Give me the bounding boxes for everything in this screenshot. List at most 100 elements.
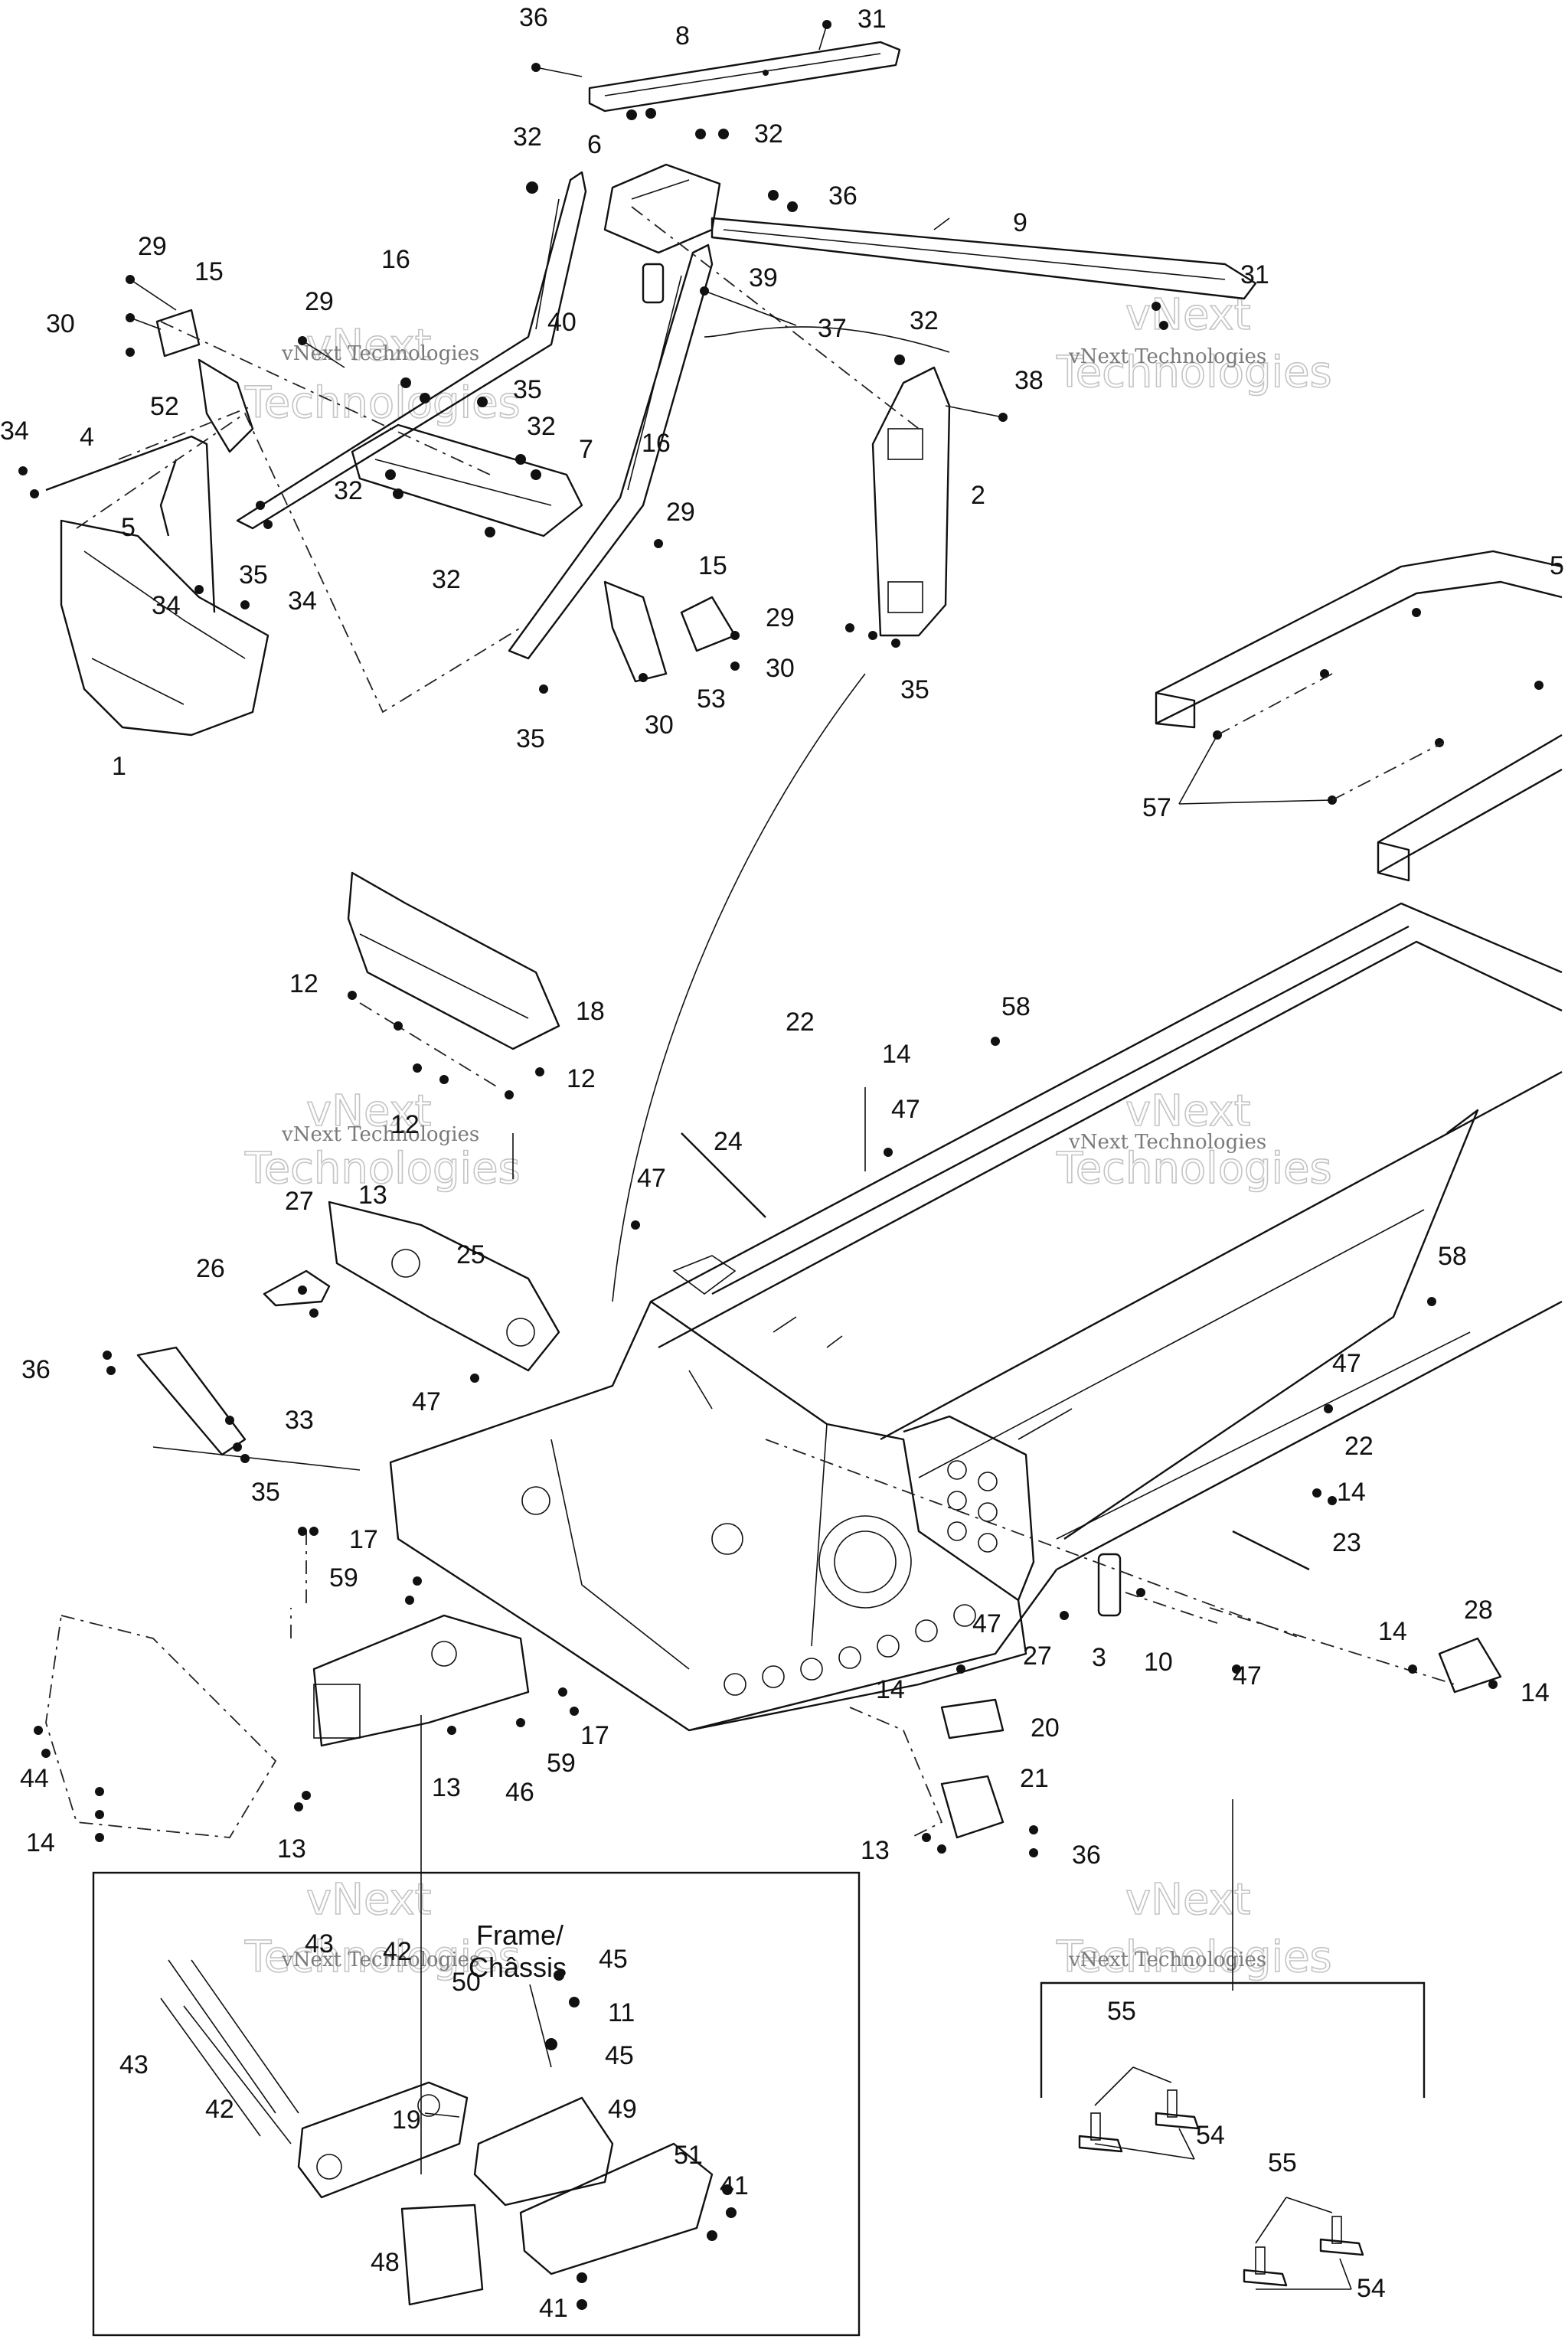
callout-28: 28 <box>1464 1596 1493 1625</box>
callout-59: 59 <box>547 1749 576 1778</box>
watermark-vnext: vNext <box>306 1875 432 1925</box>
front-frame-lower <box>312 1614 530 1747</box>
part-8-upper-bar <box>588 41 901 113</box>
phantom-line <box>765 1439 1302 1639</box>
side-panel <box>903 1415 1035 1601</box>
callout-35: 35 <box>513 375 542 404</box>
watermark-small: vNext Technologies <box>1068 345 1266 368</box>
callout-20: 20 <box>1031 1713 1060 1743</box>
watermark-vnext: vNext <box>1125 290 1251 340</box>
callout-35: 35 <box>900 675 929 704</box>
callout-55: 55 <box>1107 1997 1136 2026</box>
watermark-technologies: Technologies <box>244 1932 521 1982</box>
callout-24: 24 <box>714 1127 743 1156</box>
callout-5: 5 <box>1550 551 1564 580</box>
inset-right-bracket <box>1040 1981 1426 2098</box>
part-52-bracket <box>198 358 254 453</box>
fasteners-middle <box>34 991 1498 1857</box>
callout-31: 31 <box>858 5 887 34</box>
callout-13: 13 <box>861 1836 890 1865</box>
callout-17: 17 <box>580 1721 609 1750</box>
callout-4: 4 <box>80 423 94 452</box>
callout-57: 57 <box>1142 793 1171 822</box>
part-21-bracket <box>940 1775 1004 1839</box>
part-2-steering-plate <box>871 366 951 637</box>
part-40-spacer <box>642 263 665 304</box>
callout-2: 2 <box>971 481 985 510</box>
callout-47: 47 <box>1233 1661 1262 1690</box>
callout-29: 29 <box>666 498 695 527</box>
watermark-mid-left: vNext Technologies vNext Technologies <box>243 1086 521 1194</box>
callout-47: 47 <box>1332 1349 1361 1378</box>
direction-arrows <box>152 326 1233 1991</box>
callout-10: 10 <box>1144 1648 1173 1677</box>
fasteners-top <box>18 20 1168 694</box>
callout-36: 36 <box>1072 1841 1101 1870</box>
callout-14: 14 <box>876 1675 905 1704</box>
callout-46: 46 <box>505 1778 534 1807</box>
watermark-bottom-right: vNext Technologies vNext Technologies <box>1055 1874 1332 1983</box>
callout-22: 22 <box>1344 1432 1374 1461</box>
callout-14: 14 <box>1521 1678 1550 1707</box>
callout-29: 29 <box>138 232 167 261</box>
phantom-line <box>290 1531 307 1638</box>
callout-36: 36 <box>828 181 858 211</box>
callout-12: 12 <box>567 1064 596 1093</box>
phantom-line <box>118 405 253 460</box>
part-25-plate <box>328 1200 560 1372</box>
callout-1: 1 <box>112 752 126 781</box>
callout-42: 42 <box>205 2095 234 2124</box>
callout-21: 21 <box>1020 1764 1049 1793</box>
callout-45: 45 <box>599 1945 628 1974</box>
part-48-plate <box>400 2203 484 2306</box>
callout-30: 30 <box>46 309 75 338</box>
callout-48: 48 <box>371 2248 400 2277</box>
phantom-line <box>160 321 491 475</box>
callout-51: 51 <box>674 2141 703 2170</box>
watermark-vnext: vNext <box>306 321 432 371</box>
watermark-top: vNext Technologies vNext Technologies <box>243 320 521 429</box>
callout-5: 5 <box>121 513 136 542</box>
callout-6: 6 <box>587 130 602 159</box>
callout-15: 15 <box>194 257 224 286</box>
phantom-side <box>849 1707 943 1838</box>
callout-26: 26 <box>196 1254 225 1283</box>
part-23-strap <box>1232 1530 1310 1571</box>
callout-13: 13 <box>358 1181 387 1210</box>
inset-frame-chassis <box>92 1871 861 2337</box>
watermark-vnext: vNext <box>1125 1086 1251 1136</box>
callout-22: 22 <box>786 1008 815 1037</box>
callout-27: 27 <box>285 1187 314 1216</box>
callout-58: 58 <box>1438 1242 1467 1271</box>
callout-47: 47 <box>972 1609 1001 1638</box>
callout-45: 45 <box>605 2041 634 2070</box>
callout-32: 32 <box>527 412 556 441</box>
watermark-mid-right: vNext Technologies vNext Technologies <box>1055 1086 1332 1194</box>
callout-58: 58 <box>1001 992 1031 1021</box>
part-16-right-column <box>508 243 714 660</box>
front-chassis <box>389 1255 1027 1732</box>
callout-44: 44 <box>20 1764 49 1793</box>
callout-59: 59 <box>329 1563 358 1592</box>
callout-47: 47 <box>412 1387 441 1416</box>
part-1-front-nose <box>60 519 270 737</box>
callout-13: 13 <box>277 1834 306 1864</box>
watermark-vnext: vNext <box>306 1086 432 1136</box>
callout-32: 32 <box>334 476 363 505</box>
part-5-post <box>159 459 178 537</box>
callout-30: 30 <box>766 654 795 683</box>
callout-19: 19 <box>392 2105 421 2135</box>
inset-title-line2: Châssis <box>469 1952 567 1983</box>
watermark-technologies: Technologies <box>244 1144 521 1194</box>
callout-34: 34 <box>0 416 29 446</box>
phantom-front-bumper <box>45 1614 277 1838</box>
callout-11: 11 <box>608 1998 635 2027</box>
watermark-technologies: Technologies <box>244 378 521 428</box>
leader-57 <box>1178 734 1218 805</box>
callout-43: 43 <box>119 2050 149 2079</box>
part-50-bracket <box>297 2081 469 2199</box>
callout-3: 3 <box>1092 1643 1106 1672</box>
callout-42: 42 <box>383 1937 412 1966</box>
callout-12: 12 <box>390 1110 420 1139</box>
callout-50: 50 <box>452 1968 481 1997</box>
